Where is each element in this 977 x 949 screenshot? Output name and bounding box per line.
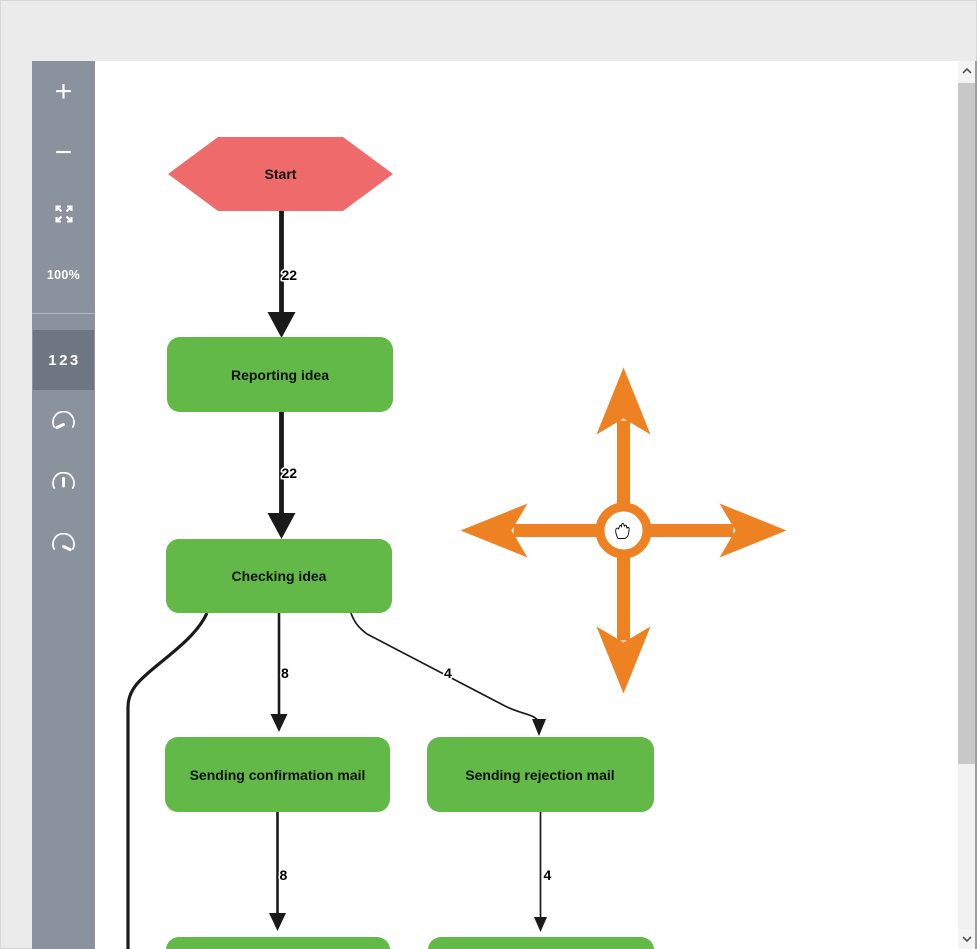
edge-checking-rejection-arrowhead bbox=[532, 719, 546, 736]
expand-arrows-icon bbox=[54, 204, 73, 223]
edge-checking-rejection[interactable] bbox=[350, 612, 539, 723]
edge-confirmation-down-arrowhead bbox=[269, 913, 286, 931]
edge-label: 4 bbox=[444, 665, 452, 681]
diagram-canvas[interactable]: 22 22 8 4 8 4 bbox=[95, 61, 958, 949]
edge-label: 22 bbox=[282, 465, 298, 481]
edge-label: 8 bbox=[281, 665, 289, 681]
minus-icon: − bbox=[54, 135, 73, 169]
performance-medium-button[interactable] bbox=[32, 451, 95, 512]
node-label: Reporting idea bbox=[231, 367, 329, 383]
edge-start-reporting-arrowhead bbox=[267, 312, 296, 338]
node-sending-rejection-mail[interactable]: Sending rejection mail bbox=[427, 737, 654, 812]
pan-down-arrow[interactable] bbox=[596, 554, 651, 694]
performance-high-button[interactable] bbox=[32, 512, 95, 573]
scroll-down-button[interactable] bbox=[958, 929, 975, 949]
process-map-widget: + − 100% 123 bbox=[32, 61, 977, 949]
node-shape bbox=[427, 737, 654, 812]
node-shape bbox=[165, 737, 390, 812]
performance-low-button[interactable] bbox=[32, 390, 95, 451]
gauge-high-icon bbox=[52, 533, 75, 552]
fit-to-screen-button[interactable] bbox=[32, 183, 95, 244]
node-shape bbox=[167, 337, 393, 412]
node-checking-idea[interactable]: Checking idea bbox=[166, 539, 392, 613]
zoom-level-label: 100% bbox=[46, 267, 81, 282]
zoom-out-button[interactable]: − bbox=[32, 122, 95, 183]
plus-icon: + bbox=[54, 74, 73, 108]
scroll-up-button[interactable] bbox=[958, 61, 975, 81]
scrollbar-thumb[interactable] bbox=[958, 83, 975, 764]
node-partial-bottom-right[interactable] bbox=[428, 937, 654, 949]
nodes-layer: Start Reporting idea Checking idea Sendi… bbox=[165, 137, 654, 949]
gauge-medium-icon bbox=[52, 472, 75, 489]
edge-checking-left-loop[interactable] bbox=[126, 612, 209, 949]
node-label: Start bbox=[265, 166, 297, 182]
edge-rejection-down-arrowhead bbox=[534, 917, 547, 932]
node-label: Sending confirmation mail bbox=[190, 767, 366, 783]
vertical-scrollbar bbox=[958, 61, 977, 949]
node-start[interactable]: Start bbox=[168, 137, 393, 211]
edge-reporting-checking-arrowhead bbox=[267, 513, 296, 539]
node-shape bbox=[166, 539, 392, 613]
zoom-level-button[interactable]: 100% bbox=[32, 244, 95, 305]
pan-right-arrow[interactable] bbox=[647, 503, 787, 558]
toolbar-divider bbox=[32, 313, 95, 314]
edges-layer: 22 22 8 4 8 4 bbox=[126, 211, 553, 949]
pan-control[interactable] bbox=[460, 367, 787, 694]
map-toolbar: + − 100% 123 bbox=[32, 61, 95, 949]
frequency-label: 123 bbox=[48, 351, 81, 369]
pan-up-arrow[interactable] bbox=[596, 367, 651, 507]
node-label: Sending rejection mail bbox=[465, 767, 614, 783]
node-partial-bottom-left[interactable] bbox=[166, 937, 390, 949]
grab-hand-cursor-icon bbox=[615, 523, 630, 539]
zoom-in-button[interactable]: + bbox=[32, 61, 95, 122]
edge-checking-confirmation-arrowhead bbox=[270, 714, 288, 732]
node-reporting-idea[interactable]: Reporting idea bbox=[167, 337, 393, 412]
edge-label: 4 bbox=[544, 867, 552, 883]
frequency-button[interactable]: 123 bbox=[33, 330, 94, 390]
chevron-up-icon bbox=[961, 68, 972, 74]
node-sending-confirmation-mail[interactable]: Sending confirmation mail bbox=[165, 737, 390, 812]
pan-left-arrow[interactable] bbox=[460, 503, 600, 558]
edge-label: 8 bbox=[280, 867, 288, 883]
edge-label: 22 bbox=[282, 267, 298, 283]
process-map-svg: 22 22 8 4 8 4 bbox=[126, 137, 787, 949]
node-label: Checking idea bbox=[232, 568, 327, 584]
gauge-low-icon bbox=[52, 411, 75, 430]
start-hexagon-shape bbox=[168, 137, 393, 211]
chevron-down-icon bbox=[961, 936, 972, 942]
